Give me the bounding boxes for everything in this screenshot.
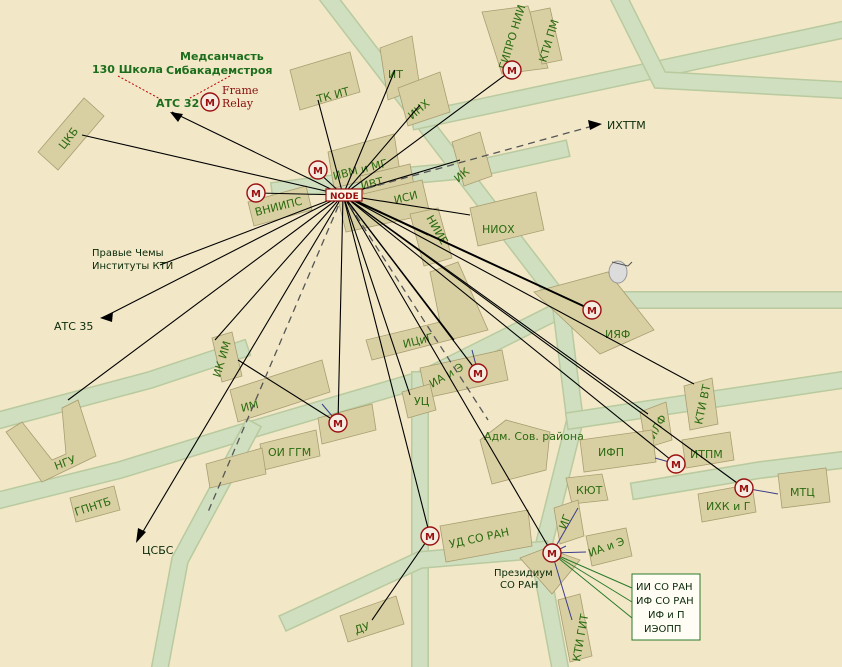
node-label: NODE bbox=[330, 192, 359, 202]
label-it: ИТ bbox=[388, 68, 403, 81]
svg-text:M: M bbox=[333, 419, 343, 430]
inst-box-item: ИФ и П bbox=[648, 610, 684, 621]
building-ik-im: ИК ИМ bbox=[210, 331, 243, 383]
building-ud-so-ran: УД СО РАН bbox=[439, 509, 533, 563]
modem-ia-e-upper: M bbox=[468, 363, 488, 383]
svg-text:M: M bbox=[671, 460, 681, 471]
building-prezidium bbox=[519, 547, 581, 595]
svg-text:M: M bbox=[507, 66, 517, 77]
label-ihk-g: ИХК и Г bbox=[706, 500, 751, 513]
label-ifp: ИФП bbox=[598, 446, 624, 459]
satellite-dish-icon bbox=[608, 260, 633, 284]
label-mtc: МТЦ bbox=[790, 486, 815, 499]
label-medsan-2: Сибакадемстроя bbox=[166, 64, 273, 77]
building-ngu: НГУ bbox=[5, 399, 97, 483]
svg-text:M: M bbox=[587, 306, 597, 317]
building-ia-e: ИА и Э bbox=[585, 527, 633, 567]
label-ats35: АТС 35 bbox=[54, 320, 93, 333]
label-nioh: НИОХ bbox=[482, 223, 515, 236]
label-ats32: АТС 32 bbox=[156, 97, 199, 110]
modem-im: M bbox=[328, 413, 348, 433]
external-labels: ИХТТМ 130 Школа Медсанчасть Сибакадемстр… bbox=[54, 50, 646, 591]
building-gipro-nii: ГИПРО НИИ bbox=[481, 3, 549, 75]
building-inh: ИНХ bbox=[397, 71, 451, 127]
label-adm-sov: Адм. Сов. района bbox=[484, 430, 584, 443]
svg-text:M: M bbox=[205, 98, 215, 109]
building-ig: ИГ bbox=[553, 499, 585, 545]
institutes-box: ИИ СО РАН ИФ СО РАН ИФ и П ИЭОПП bbox=[631, 573, 701, 641]
label-pravye-1: Правые Чемы bbox=[92, 248, 164, 259]
label-csbs: ЦСБС bbox=[142, 544, 174, 557]
svg-text:M: M bbox=[313, 166, 323, 177]
building-mtc: МТЦ bbox=[777, 467, 831, 509]
modem-ihk: M bbox=[734, 478, 754, 498]
building-kti-git: КТИ ГИТ bbox=[557, 593, 593, 663]
arrowheads bbox=[100, 112, 602, 543]
network-links bbox=[67, 69, 779, 621]
building-ic-ig: ИЦиГ bbox=[365, 261, 489, 361]
building-vniips: ВНИИПС bbox=[247, 185, 313, 227]
label-kyut: КЮТ bbox=[576, 484, 603, 497]
label-frame: Frame bbox=[222, 84, 258, 97]
building-gpntb: ГПНТБ bbox=[69, 485, 121, 523]
svg-text:M: M bbox=[739, 484, 749, 495]
label-prezidium-2: СО РАН bbox=[500, 580, 538, 591]
label-prezidium-1: Президиум bbox=[494, 568, 553, 579]
buildings: ГИПРО НИИ КТИ ПМ ИТ ТК ИТ ИНХ ЦКБ bbox=[5, 3, 831, 663]
label-school-130: 130 Школа bbox=[92, 63, 163, 76]
label-ig: ИГ bbox=[557, 512, 574, 531]
label-oi-ggm: ОИ ГГМ bbox=[268, 446, 311, 459]
building-itpm: ИТПМ bbox=[681, 431, 735, 469]
modem-ud: M bbox=[420, 526, 440, 546]
svg-text:M: M bbox=[425, 532, 435, 543]
building-kti-vt: КТИ ВТ bbox=[683, 377, 719, 431]
building-tk-it: ТК ИТ bbox=[289, 51, 361, 111]
label-im: ИМ bbox=[240, 398, 260, 415]
modem-ivm: M bbox=[308, 160, 328, 180]
building-ckb: ЦКБ bbox=[37, 97, 105, 171]
inst-box-item: ИЭОПП bbox=[644, 624, 681, 635]
label-medsan-1: Медсанчасть bbox=[180, 50, 264, 63]
modem-ats32: M bbox=[200, 92, 220, 112]
label-isi: ИСИ bbox=[393, 188, 420, 206]
label-ixttm: ИХТТМ bbox=[607, 119, 646, 132]
label-pravye-2: Институты КТИ bbox=[92, 261, 173, 272]
building-kyut: КЮТ bbox=[565, 473, 609, 505]
modem-markers: M M M M M M M M M M M bbox=[200, 60, 754, 563]
label-relay: Relay bbox=[222, 97, 254, 110]
node-box[interactable]: NODE bbox=[325, 188, 363, 202]
modem-itpm: M bbox=[666, 454, 686, 474]
building-uc: УЦ bbox=[401, 383, 437, 419]
label-uc: УЦ bbox=[414, 395, 430, 408]
building-ifp: ИФП bbox=[579, 429, 657, 473]
building-im: ИМ bbox=[229, 359, 331, 423]
svg-text:M: M bbox=[547, 549, 557, 560]
modem-vniips: M bbox=[246, 183, 266, 203]
inst-box-item: ИФ СО РАН bbox=[636, 596, 694, 607]
building-ia-e-upper: ИА и Э bbox=[419, 349, 509, 399]
building-du: ДУ bbox=[339, 595, 405, 643]
svg-text:M: M bbox=[473, 369, 483, 380]
modem-gipro: M bbox=[502, 60, 522, 80]
inst-box-item: ИИ СО РАН bbox=[636, 582, 693, 593]
building-nioh: НИОХ bbox=[469, 191, 545, 247]
modem-iyaf: M bbox=[582, 300, 602, 320]
building-adm-sov: Адм. Сов. района bbox=[479, 419, 584, 485]
label-du: ДУ bbox=[353, 620, 372, 637]
svg-text:M: M bbox=[251, 189, 261, 200]
label-iyaf: ИЯФ bbox=[605, 328, 630, 341]
building-kti-pm: КТИ ПМ bbox=[529, 7, 563, 65]
modem-prezidium: M bbox=[542, 543, 562, 563]
label-itpm: ИТПМ bbox=[690, 448, 723, 461]
